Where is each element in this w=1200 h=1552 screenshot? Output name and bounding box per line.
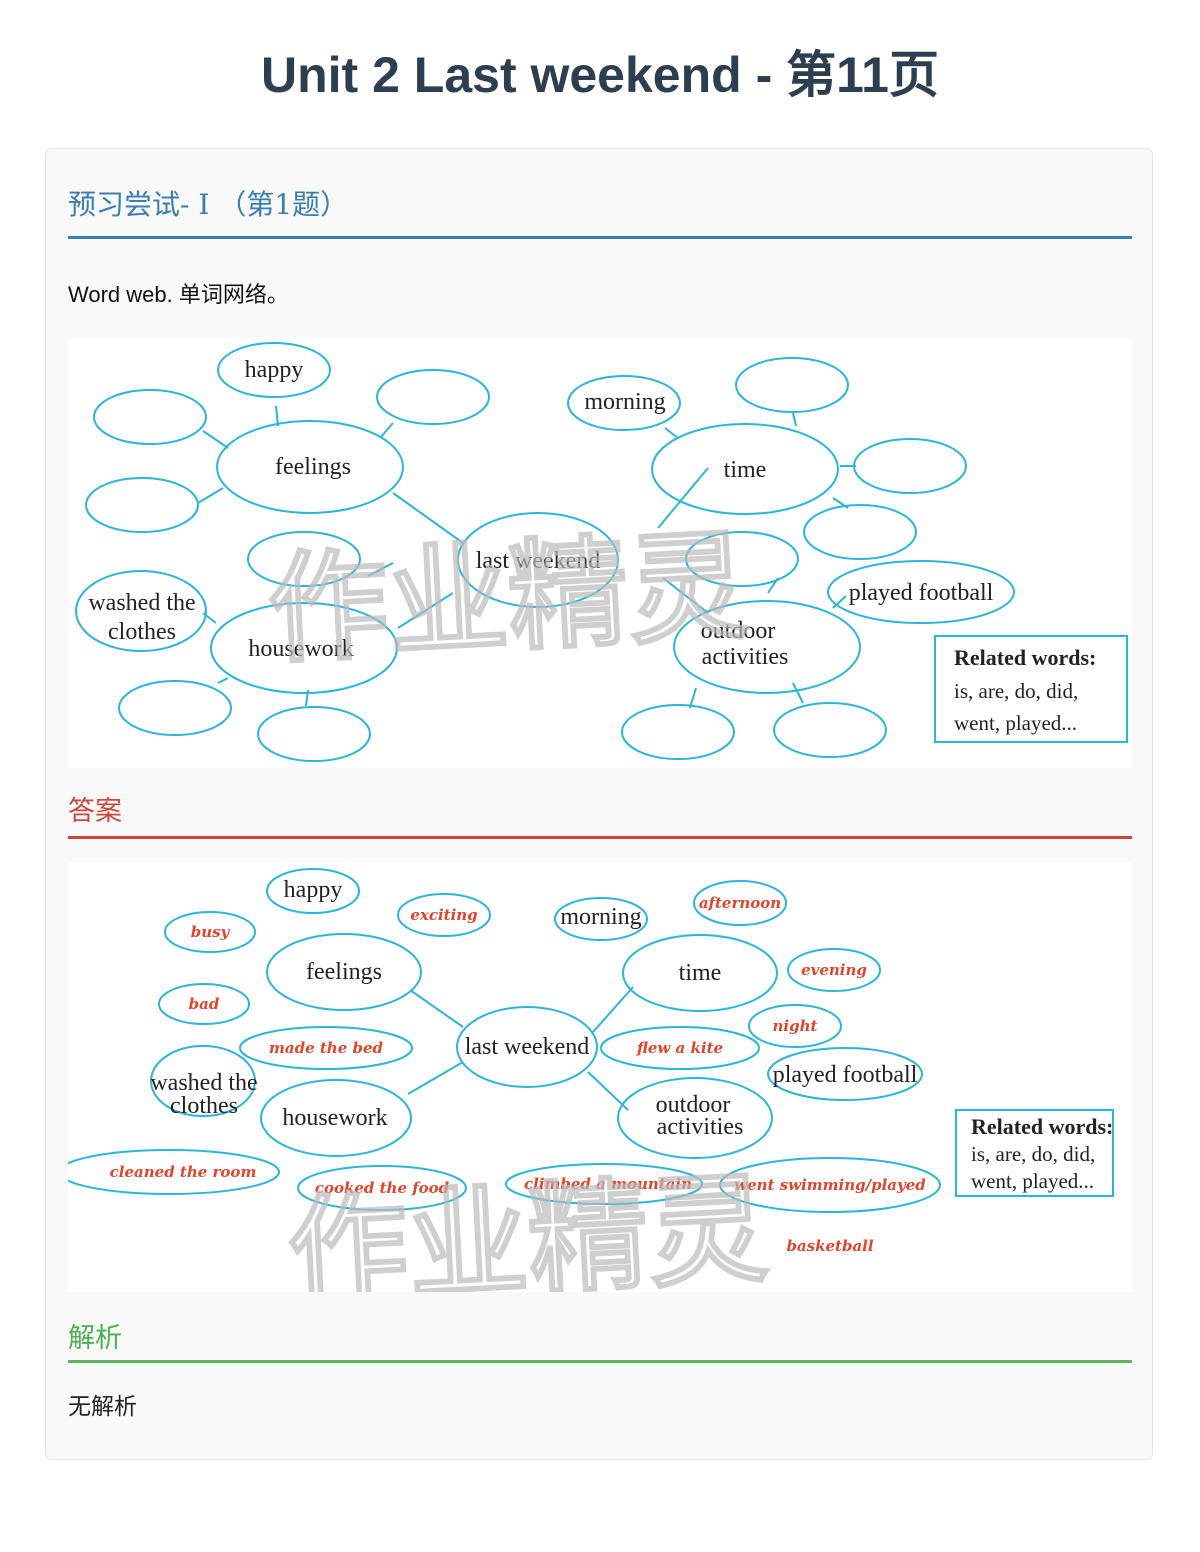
web-center-label: last weekend: [476, 548, 601, 574]
web-outdoor-label-2: activities: [702, 644, 789, 670]
question-heading: 预习尝试- I （第1题）: [68, 183, 1132, 239]
page-title: Unit 2 Last weekend - 第11页: [261, 47, 939, 103]
analysis-text: 无解析: [68, 1394, 137, 1420]
watermark-answer: 作业精灵: [285, 1160, 772, 1292]
ans-housework-label: housework: [282, 1105, 387, 1131]
web-feelings-label: feelings: [275, 454, 351, 480]
ans-feelings-label: feelings: [306, 959, 382, 985]
answer-evening: evening: [801, 961, 867, 979]
answer-heading: 答案: [68, 789, 1132, 839]
web-given-washed-1: washed the: [88, 590, 195, 616]
answer-made-the-bed: made the bed: [269, 1039, 383, 1057]
answer-word-web: last weekend feelings time housework out…: [68, 862, 1132, 1292]
ans-outdoor-label-2: activities: [657, 1114, 744, 1140]
ans-given-played-football: played football: [773, 1062, 918, 1088]
answer-went-swimming: went swimming/played: [734, 1176, 926, 1194]
web-given-played-football: played football: [849, 580, 994, 606]
web-outdoor-label-1: outdoor: [701, 618, 776, 644]
answer-exciting: exciting: [410, 906, 477, 924]
web-time-label: time: [724, 457, 767, 483]
web-given-morning: morning: [584, 389, 665, 415]
web-given-washed-2: clothes: [108, 619, 176, 645]
answer-afternoon: afternoon: [699, 894, 781, 912]
ans-related-words-title: Related words:: [971, 1114, 1113, 1139]
question-prompt: Word web. 单词网络。: [68, 282, 289, 307]
question-word-web: last weekend feelings time housework out…: [68, 338, 1132, 768]
analysis-heading: 解析: [68, 1316, 1132, 1363]
answer-cooked-the-food: cooked the food: [315, 1179, 450, 1197]
related-words-line2: went, played...: [954, 711, 1077, 735]
ans-given-washed-1: washed the: [150, 1070, 257, 1096]
answer-climbed-a-mountain: climbed a mountain: [524, 1175, 692, 1193]
answer-cleaned-the-room: cleaned the room: [110, 1163, 257, 1181]
related-words-title: Related words:: [954, 645, 1096, 670]
web-given-happy: happy: [245, 357, 304, 383]
answer-basketball: basketball: [786, 1237, 873, 1255]
answer-bad: bad: [189, 995, 220, 1013]
web-housework-label: housework: [248, 636, 353, 662]
question-card: 预习尝试- I （第1题） Word web. 单词网络。: [45, 148, 1153, 1460]
ans-given-happy: happy: [284, 877, 343, 903]
answer-night: night: [773, 1017, 818, 1035]
answer-flew-a-kite: flew a kite: [636, 1039, 723, 1057]
ans-center-label: last weekend: [465, 1034, 590, 1060]
ans-given-washed-2: clothes: [170, 1093, 238, 1119]
ans-related-words-line2: went, played...: [971, 1169, 1094, 1193]
ans-time-label: time: [679, 960, 722, 986]
ans-related-words-line1: is, are, do, did,: [971, 1142, 1095, 1166]
ans-given-morning: morning: [560, 904, 641, 930]
answer-busy: busy: [191, 923, 231, 941]
ans-outdoor-label-1: outdoor: [656, 1092, 731, 1118]
related-words-line1: is, are, do, did,: [954, 679, 1078, 703]
watermark-question: 作业精灵: [265, 517, 752, 681]
